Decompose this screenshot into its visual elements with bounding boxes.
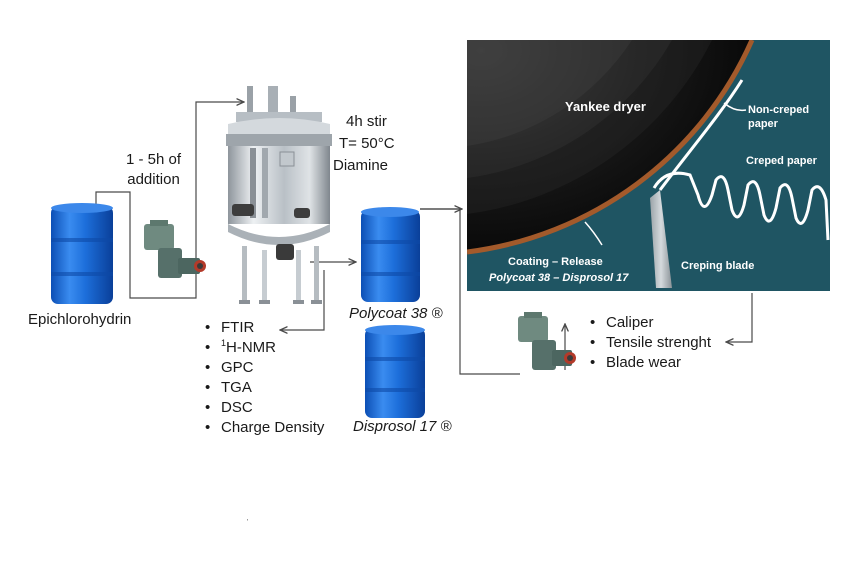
yankee-dryer-panel: [467, 40, 830, 291]
list-item: DSC: [203, 398, 324, 418]
dosing-pump-left: [144, 220, 206, 278]
list-item: Blade wear: [588, 353, 711, 373]
yankee-dryer-label: Yankee dryer: [565, 99, 646, 114]
diamine-label: Diamine: [333, 157, 389, 174]
stainless-steel-reactor: [226, 86, 332, 304]
list-item: FTIR: [203, 318, 324, 338]
list-item: 1H-NMR: [203, 338, 324, 358]
paper-tests-list: Caliper Tensile strenght Blade wear: [588, 313, 711, 373]
disprosol-label: Disprosol 17 ®: [353, 418, 452, 435]
list-item: Caliper: [588, 313, 711, 333]
polycoat-drum: [361, 207, 420, 302]
polycoat-label: Polycoat 38 ®: [349, 305, 443, 322]
coating-pointer: [584, 221, 603, 246]
nmr-superscript: 1: [221, 338, 227, 348]
stir-time-label: 4h stir: [346, 113, 387, 130]
temperature-label: T= 50°C: [339, 135, 395, 152]
arrow-panel-to-tests: [726, 293, 753, 342]
arrow-epichlorohydrin-to-pump: [95, 102, 244, 299]
epichlorohydrin-drum: [51, 203, 113, 304]
creped-paper-wave: [652, 171, 830, 241]
disprosol-drum: [365, 325, 425, 418]
creped-paper-label: Creped paper: [746, 155, 817, 167]
creping-blade: [650, 190, 672, 288]
coating-products-label: Polycoat 38 – Disprosol 17: [489, 272, 629, 284]
non-creped-paper-label: Non-creped paper: [748, 104, 810, 130]
addition-time-label: 1 - 5h of addition: [126, 151, 182, 188]
coating-layer: [467, 40, 755, 255]
creping-blade-label: Creping blade: [681, 260, 755, 272]
list-item: GPC: [203, 358, 324, 378]
coating-release-label: Coating – Release: [508, 256, 603, 268]
paper-web-line: [658, 79, 744, 191]
list-item: TGA: [203, 378, 324, 398]
yankee-dryer-drum: [467, 40, 755, 255]
epichlorohydrin-label: Epichlorohydrin: [28, 311, 132, 328]
list-item: Charge Density: [203, 418, 324, 438]
list-item: Tensile strenght: [588, 333, 711, 353]
dosing-pump-right: [518, 312, 576, 370]
non-creped-pointer: [723, 102, 747, 112]
stray-mark: ': [247, 519, 248, 526]
characterization-list: FTIR 1H-NMR GPC TGA DSC Charge Density: [203, 318, 324, 438]
